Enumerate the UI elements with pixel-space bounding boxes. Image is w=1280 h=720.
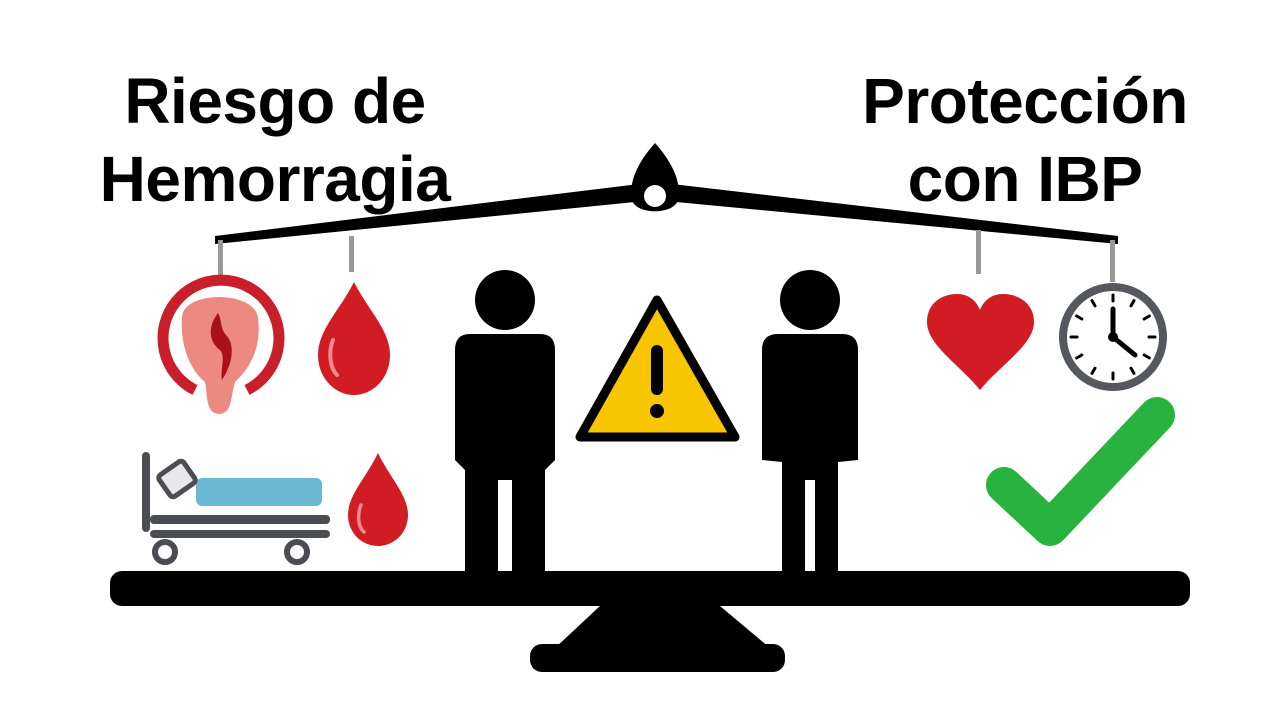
title-line: Riesgo de [124, 65, 426, 137]
clock-icon [1059, 283, 1167, 391]
title-line: con IBP [907, 143, 1143, 215]
title-line: Hemorragia [99, 143, 451, 215]
blood-drop-icon [348, 453, 408, 546]
checkmark-icon [986, 397, 1175, 546]
clock-tick [1129, 299, 1136, 308]
bleeding-risk-title: Riesgo de Hemorragia [60, 62, 490, 218]
ppi-protection-title: Protección con IBP [800, 62, 1250, 218]
blood-drop-icon [318, 282, 390, 395]
person-icon [455, 270, 555, 575]
balance-scale-icon [110, 143, 1190, 672]
clock-tick [1142, 353, 1151, 360]
clock-tick [1090, 366, 1097, 375]
clock-tick [1129, 366, 1136, 375]
person-icon [762, 270, 858, 575]
title-line: Protección [862, 65, 1188, 137]
clock-tick [1075, 353, 1084, 360]
heart-icon [927, 294, 1034, 390]
clock-tick [1075, 314, 1084, 321]
clock-tick [1090, 299, 1097, 308]
warning-icon [575, 295, 740, 442]
hospital-bed-icon [142, 452, 330, 565]
stomach-icon [157, 274, 285, 414]
clock-tick [1142, 314, 1151, 321]
